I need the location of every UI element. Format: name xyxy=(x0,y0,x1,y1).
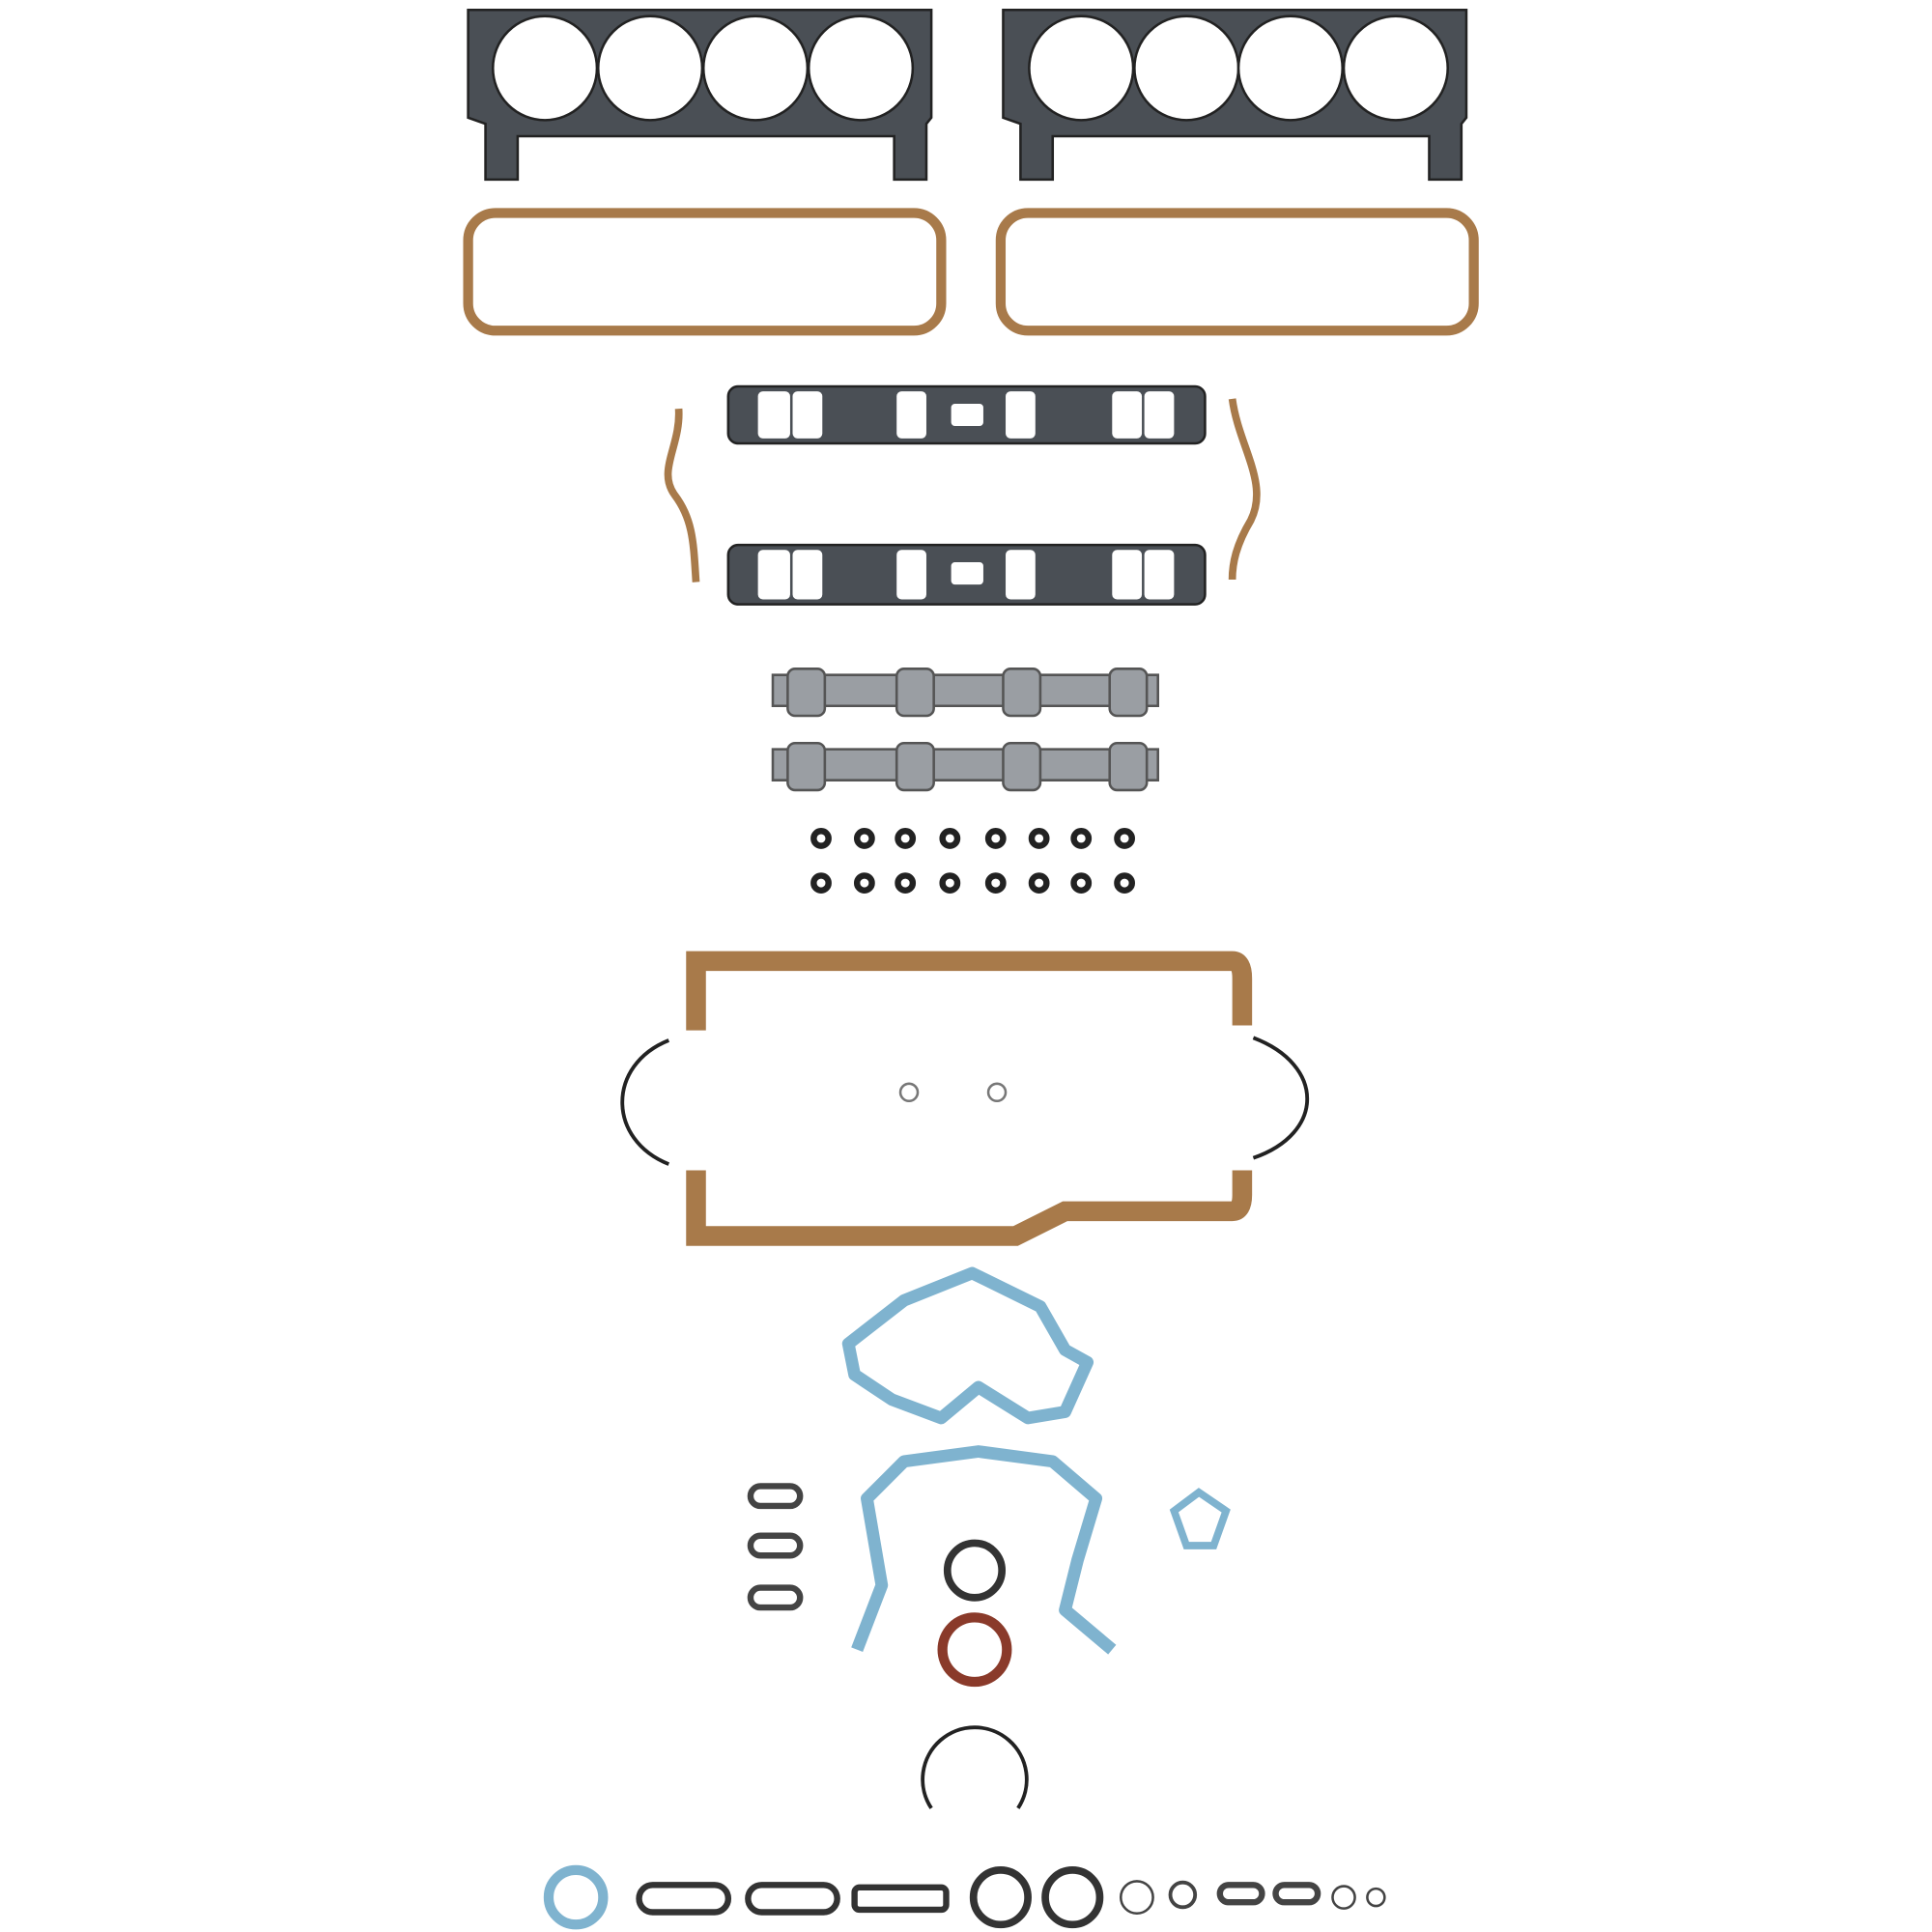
head-gasket-left xyxy=(467,8,933,182)
large-o-ring xyxy=(921,1725,1029,1809)
small-gaskets-left xyxy=(747,1483,804,1611)
timing-cover-gasket xyxy=(851,1445,1117,1655)
small-o-ring xyxy=(986,1082,1008,1103)
oil-pan-end-seal-left xyxy=(620,1038,670,1166)
water-pump-gasket xyxy=(841,1266,1094,1425)
intake-gasket-lower xyxy=(726,543,1207,606)
rear-main-seal xyxy=(937,1612,1012,1688)
oil-pan-gasket-top xyxy=(686,951,1253,1031)
exhaust-gasket-lower xyxy=(771,741,1159,792)
end-seal-left xyxy=(664,408,700,582)
oil-pan-gasket-bottom xyxy=(686,1170,1253,1246)
small-o-ring xyxy=(898,1082,920,1103)
fuel-pump-gasket xyxy=(1169,1488,1231,1549)
valve-cover-gasket-right xyxy=(995,208,1479,336)
valve-stem-seals xyxy=(810,828,1135,895)
intake-gasket-upper xyxy=(726,384,1207,445)
misc-gaskets-bottom-row xyxy=(543,1864,1386,1930)
front-crank-seal xyxy=(943,1539,1007,1602)
exhaust-gasket-upper xyxy=(771,668,1159,718)
valve-cover-gasket-left xyxy=(463,208,947,336)
oil-pan-end-seal-right xyxy=(1252,1036,1310,1160)
end-seal-right xyxy=(1228,398,1261,581)
head-gasket-right xyxy=(1002,8,1468,182)
